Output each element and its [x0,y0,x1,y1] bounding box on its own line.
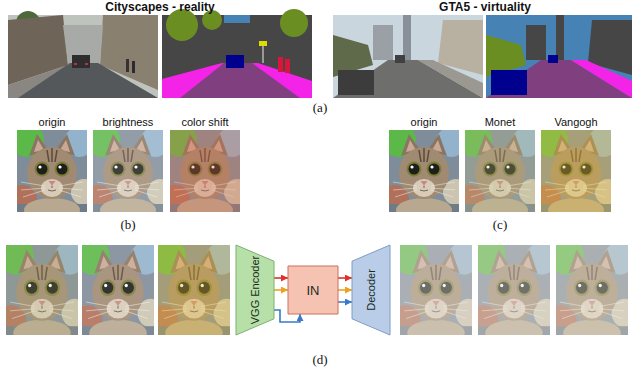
image-label: color shift [169,116,241,128]
node-text: IN [307,283,320,298]
cat-photos-input [6,245,78,335]
cat-photos-c [455,123,545,222]
cat-photos-c [531,123,621,222]
game-photo [333,60,483,98]
panel-title: Cityscapes - reality [60,0,260,14]
segmentation-map [259,41,267,46]
game-segmentation-map [571,60,632,98]
panel-caption: (d) [300,352,340,368]
node-text: Decoder [365,269,377,311]
street-photo [8,63,158,98]
street-photo [74,63,77,65]
image-label: Monet [464,116,536,128]
game-photo [333,15,483,98]
segmentation-map [280,9,308,37]
cat-photos-input [148,237,241,346]
cat-photos-output [556,245,628,335]
game-segmentation-map [486,15,632,98]
encoder-trapezoid: VGG Encoder [236,245,274,335]
cat-photos-output [468,237,561,346]
street-photo [8,15,158,98]
norm-box: IN [288,266,338,314]
segmentation-map [262,45,264,63]
game-segmentation-map [486,15,632,98]
node-text: VGG Encoder [249,256,261,324]
panel-caption: (b) [108,217,148,233]
game-segmentation-map [556,15,564,60]
cat-photos-c [379,123,621,222]
image-label: Vangogh [540,116,612,128]
cat-photos-output [390,237,483,346]
segmentation-map [224,15,250,23]
panel-title: GTA5 - virtuality [385,0,585,14]
street-photo [8,11,158,98]
segmentation-map [285,59,290,73]
segmentation-map [226,55,244,68]
cat-photos-output [478,245,550,335]
cat-photos-output [546,237,639,346]
cat-photos-input [0,237,240,346]
panel-caption: (a) [300,100,340,116]
cat-photos-b [7,123,97,222]
cat-photos-output [390,237,639,346]
cat-photos-c [465,130,535,212]
game-photo [333,15,483,98]
feature-arrow [338,289,352,291]
street-photo [72,55,90,68]
node-shape [352,245,390,335]
cat-photos-b [83,123,173,222]
game-segmentation-map [486,60,632,98]
street-photo [132,61,135,73]
cat-photos-c [541,130,611,212]
cat-photos-input [0,237,88,346]
cat-photos-input [82,245,154,335]
game-photo [338,70,374,95]
street-photo [8,63,70,98]
cat-photos-b [7,123,250,222]
game-segmentation-map [526,25,546,60]
cat-photos-b [93,130,163,212]
cat-photos-output [400,245,472,335]
feature-arrow [338,277,352,279]
street-photo [126,59,129,72]
image-label: brightness [92,116,164,128]
street-photo [85,63,88,65]
segmentation-map [278,57,283,72]
feature-arrow [338,301,352,303]
cat-photos-input [72,237,165,346]
cat-photos-b [160,123,250,222]
segmentation-map [162,9,312,98]
feature-arrow [274,277,288,279]
game-segmentation-map [491,70,527,95]
game-photo [418,60,483,98]
node-shape [288,266,338,314]
panel-caption: (c) [480,217,520,233]
cat-photos-input [158,245,230,335]
game-photo [395,55,405,63]
cat-photos-b [170,130,240,212]
node-shape [236,245,274,335]
game-photo [403,15,411,60]
image-label: origin [16,116,88,128]
cat-photos-c [379,123,469,222]
feature-arrow [274,289,288,291]
game-photo [373,25,393,60]
decoder-trapezoid: Decoder [352,245,390,335]
game-segmentation-map [548,55,558,63]
image-label: origin [388,116,460,128]
segmentation-map [162,63,224,98]
